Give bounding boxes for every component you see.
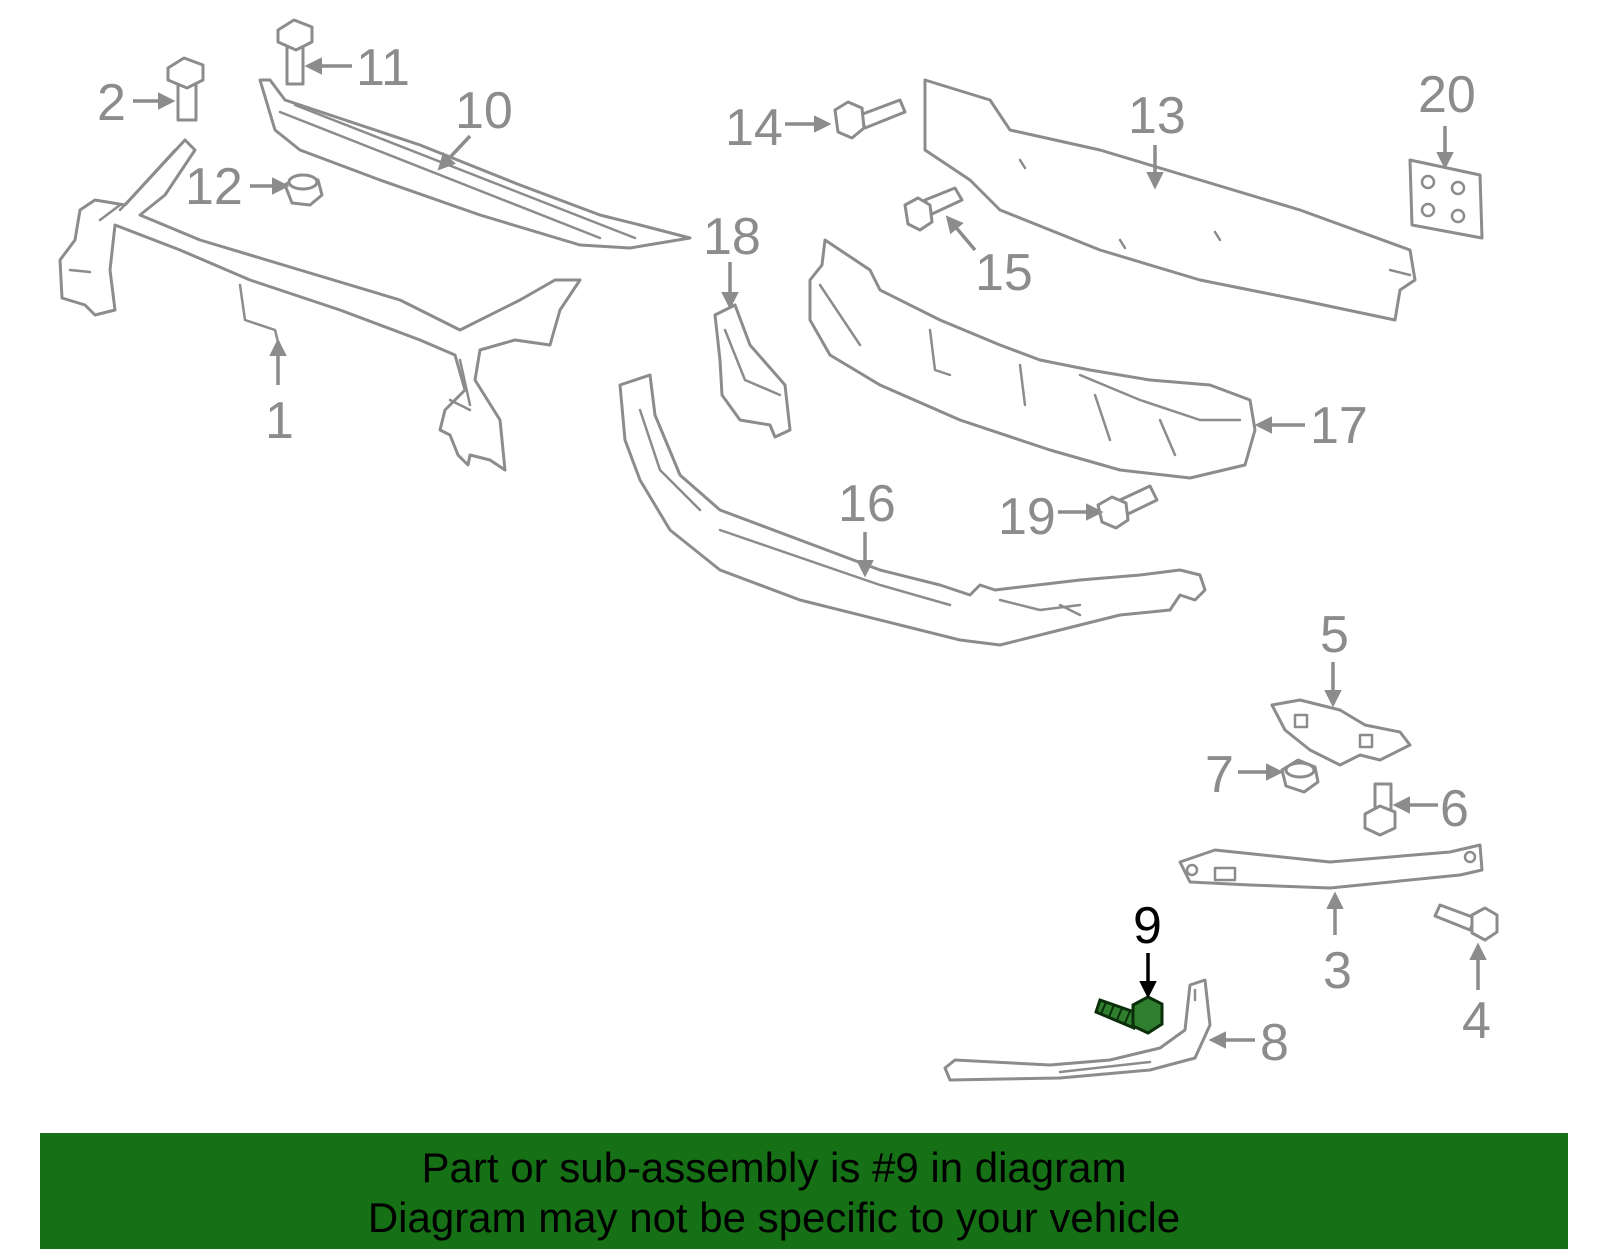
callout-4: 4 bbox=[1462, 992, 1491, 1050]
callout-2: 2 bbox=[97, 74, 126, 132]
part-6-bolt bbox=[1363, 782, 1397, 837]
part-18-bracket bbox=[713, 303, 792, 439]
callout-18: 18 bbox=[703, 208, 761, 266]
part-11-bolt bbox=[276, 18, 314, 86]
part-2-bolt bbox=[166, 56, 205, 122]
part-7-nut bbox=[1280, 758, 1320, 794]
part-17-absorber bbox=[808, 238, 1257, 480]
callout-arrows bbox=[133, 57, 1487, 1049]
callout-16: 16 bbox=[838, 475, 896, 533]
callout-20: 20 bbox=[1418, 66, 1476, 124]
banner-line-1: Part or sub-assembly is #9 in diagram bbox=[421, 1144, 1127, 1191]
callout-8: 8 bbox=[1260, 1014, 1289, 1072]
part-5-bracket bbox=[1270, 698, 1412, 767]
part-8-deflector bbox=[943, 978, 1212, 1082]
callout-3: 3 bbox=[1323, 942, 1352, 1000]
callout-1: 1 bbox=[265, 392, 294, 450]
callout-14: 14 bbox=[725, 99, 783, 157]
callout-labels: 2 11 10 12 1 14 13 20 15 18 17 16 19 5 7… bbox=[97, 39, 1491, 1072]
part-16-lower-bar bbox=[618, 373, 1207, 647]
part-19-bolt bbox=[1096, 484, 1159, 530]
callout-13: 13 bbox=[1128, 87, 1186, 145]
part-14-bolt bbox=[833, 98, 907, 140]
callout-19: 19 bbox=[998, 488, 1056, 546]
callout-11: 11 bbox=[356, 39, 410, 97]
part-20-plate bbox=[1408, 158, 1484, 240]
callout-12: 12 bbox=[185, 158, 243, 216]
callout-6: 6 bbox=[1440, 780, 1469, 838]
callout-9-highlighted: 9 bbox=[1133, 897, 1162, 955]
part-13-reinforcement bbox=[923, 78, 1417, 322]
callout-10: 10 bbox=[455, 82, 513, 140]
info-banner: Part or sub-assembly is #9 in diagram Di… bbox=[40, 1133, 1568, 1249]
part-9-bolt-highlighted bbox=[1094, 995, 1164, 1035]
part-3-lower-bar bbox=[1178, 843, 1484, 890]
parts-diagram: 2 11 10 12 1 14 13 20 15 18 17 16 19 5 7… bbox=[58, 18, 1499, 1082]
part-15-bolt bbox=[903, 186, 964, 232]
banner-line-2: Diagram may not be specific to your vehi… bbox=[367, 1194, 1181, 1241]
callout-7: 7 bbox=[1205, 746, 1234, 804]
callout-17: 17 bbox=[1310, 397, 1368, 455]
callout-15: 15 bbox=[975, 244, 1033, 302]
part-10-upper-shield bbox=[258, 78, 692, 250]
part-4-bolt bbox=[1433, 903, 1499, 942]
part-12-nut bbox=[283, 173, 324, 207]
callout-5: 5 bbox=[1320, 606, 1349, 664]
part-1-tie-bar bbox=[58, 138, 582, 472]
